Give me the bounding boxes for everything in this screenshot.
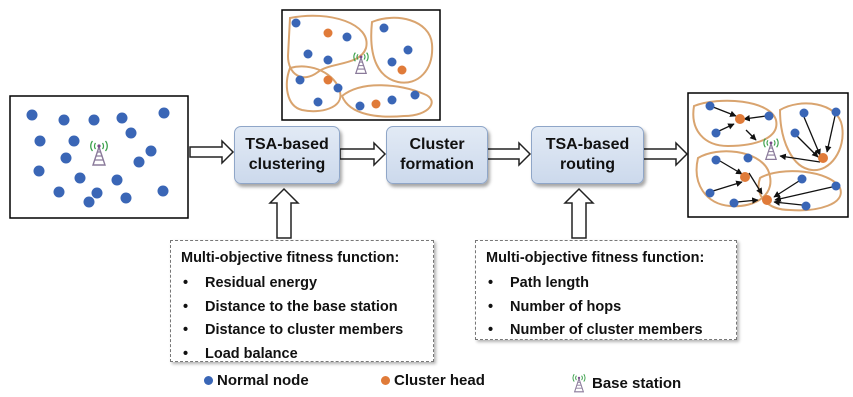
stage-label-line1: TSA-based — [245, 136, 329, 153]
cluster-formation-stage: Cluster formation — [386, 126, 488, 184]
legend-normal-node: Normal node — [204, 372, 309, 389]
arrow-right-icon — [642, 141, 689, 167]
legend-label: Base station — [592, 374, 682, 392]
flow-arrows — [189, 139, 689, 239]
legend-cluster-head: Cluster head — [381, 372, 485, 389]
tsa-clustering-stage: TSA-based clustering — [234, 126, 340, 184]
normal-node-icon — [204, 376, 213, 385]
stage-label-line2: formation — [400, 156, 474, 173]
arrow-right-icon — [486, 141, 532, 167]
arrow-up-icon — [563, 187, 595, 239]
clustering-fitness-panel: Multi-objective fitness function: Residu… — [170, 240, 434, 362]
fitness-item: Number of cluster members — [486, 319, 726, 343]
fitness-list: Residual energy Distance to the base sta… — [181, 272, 423, 366]
stage-label-line1: TSA-based — [545, 136, 630, 153]
arrow-up-icon — [268, 187, 300, 239]
initial-network-panel — [9, 95, 189, 219]
fitness-item: Distance to cluster members — [181, 319, 423, 343]
fitness-item: Number of hops — [486, 296, 726, 320]
base-station-icon — [572, 373, 586, 393]
panel-title: Multi-objective fitness function: — [181, 250, 400, 266]
clustered-network-panel — [281, 9, 441, 121]
fitness-list: Path length Number of hops Number of clu… — [486, 272, 726, 343]
panel-title: Multi-objective fitness function: — [486, 250, 705, 266]
legend-base-station: Base station — [568, 372, 681, 394]
stage-label-line1: Cluster — [409, 136, 465, 153]
fitness-item: Path length — [486, 272, 726, 296]
arrow-right-icon — [189, 139, 235, 165]
cluster-head-icon — [381, 376, 390, 385]
legend-label: Cluster head — [394, 372, 485, 389]
routing-fitness-panel: Multi-objective fitness function: Path l… — [475, 240, 737, 340]
arrow-right-icon — [339, 141, 387, 167]
routing-network-panel — [687, 92, 849, 218]
tsa-routing-stage: TSA-based routing — [531, 126, 644, 184]
fitness-item: Distance to the base station — [181, 296, 423, 320]
normal-node-group — [26, 107, 170, 208]
legend-label: Normal node — [217, 372, 309, 389]
stage-label-line2: routing — [559, 156, 616, 173]
fitness-item: Residual energy — [181, 272, 423, 296]
stage-label-line2: clustering — [248, 156, 326, 173]
fitness-item: Load balance — [181, 343, 423, 367]
